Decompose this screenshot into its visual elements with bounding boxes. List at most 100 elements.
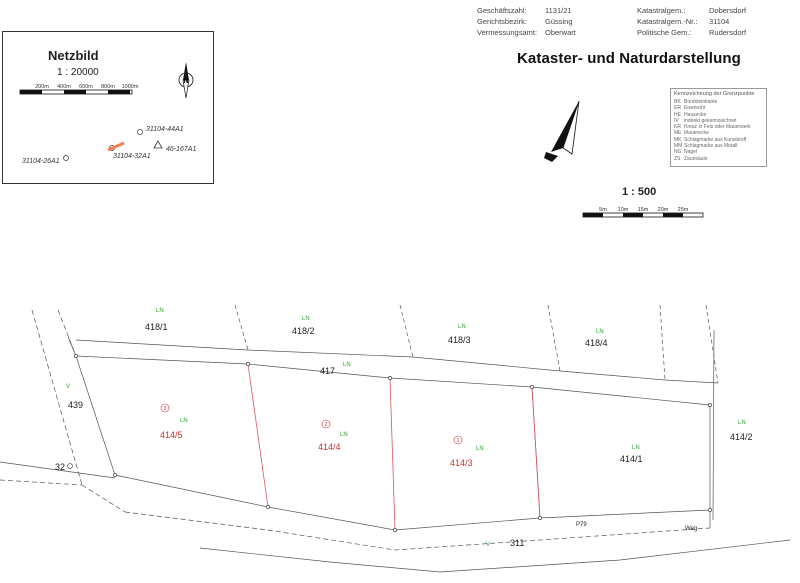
legend-code: IV [674, 117, 679, 124]
metadata-row: Vermessungsamt: Oberwart Politische Gem.: R… [477, 27, 746, 38]
use-label: LN [343, 362, 351, 368]
parcel-number: 418/4 [585, 338, 608, 348]
legend-text: Bordsteinkante [684, 99, 718, 105]
netzbild-panel [2, 31, 214, 184]
legend-code: MK [674, 136, 682, 143]
use-label: LN [476, 446, 484, 452]
legend-code: HE [674, 111, 681, 118]
metadata-k1: Geschäftszahl: [477, 6, 527, 15]
legend-text: Eisenrohr [684, 105, 706, 112]
scale-tick-label: 600m [79, 84, 93, 90]
legend-text: indirekt gekennzeichnet [684, 117, 737, 124]
legend-text: Hausecke [684, 111, 707, 118]
circle-label: 1 [457, 438, 460, 444]
netzbild-points: 31104-44A1 31104-32A1 46-167A1 31104-26A… [22, 126, 196, 165]
page-title: Kataster- und Naturdarstellung [517, 50, 741, 67]
use-label: LN [180, 418, 188, 424]
netzbild-title: Netzbild [48, 48, 99, 63]
legend-text: Mauerecke [684, 130, 709, 137]
use-label: LN [302, 316, 310, 322]
legend-code: MM [674, 143, 683, 150]
legend-code: ER [674, 105, 681, 112]
netz-point-label: 31104-26A1 [22, 158, 60, 165]
netz-point-label: 31104-44A1 [146, 126, 184, 133]
green-v: V [486, 542, 490, 548]
scale-tick-label: 15m [638, 207, 649, 213]
green-v: V [66, 384, 70, 390]
use-labels: LN LN LN LN LN LN LN LN LN LN V V [66, 308, 746, 548]
parcel-number: 417 [320, 366, 335, 376]
parcel-number: 418/2 [292, 326, 315, 336]
use-label: LN [458, 324, 466, 330]
scale-tick-label: 10m [618, 207, 629, 213]
new-parcel-labels: 414/5 414/4 414/3 3 2 1 [160, 403, 473, 468]
legend-code: ME [674, 130, 682, 137]
parcel-number-new: 414/5 [160, 430, 183, 440]
legend-code: KR [674, 124, 681, 131]
legend-code: ZS [674, 155, 681, 162]
new-boundaries [247, 363, 541, 531]
metadata-k1: Gerichtsbezirk: [477, 17, 528, 26]
cadastral-lines [0, 304, 791, 573]
scale-tick-label: 20m [658, 207, 669, 213]
use-label: LN [156, 308, 164, 314]
metadata-v1: Oberwart [545, 28, 576, 37]
metadata-k2: Katastralgem.-Nr.: [637, 17, 698, 26]
use-label: LN [738, 420, 746, 426]
use-label: LN [596, 329, 604, 335]
legend-text: Zaunsäule [684, 155, 708, 162]
map-scale-ratio: 1 : 500 [622, 186, 657, 198]
svg-text:N: N [183, 78, 188, 85]
metadata-k1: Vermessungsamt: [477, 28, 538, 37]
legend-text: Schlagmarke aus Kunststoff [684, 136, 747, 143]
circle-label: 3 [164, 406, 167, 412]
legend-item: IV indirekt gekennzeichnet [674, 118, 763, 124]
parcel-number: 32 [55, 462, 65, 472]
parcel-number-new: 414/4 [318, 442, 341, 452]
legend-code: BK [674, 99, 681, 105]
scale-tick-label: 200m [35, 84, 49, 90]
scale-tick-label: 400m [57, 84, 71, 90]
parcel-number: 418/1 [145, 322, 168, 332]
legend-text: Schlagmarke aus Metall [684, 143, 738, 150]
north-arrow-icon [544, 100, 580, 162]
scale-tick-label: 800m [101, 84, 115, 90]
metadata-k2: Politische Gem.: [637, 28, 692, 37]
netz-point-label: 46-167A1 [166, 146, 196, 153]
use-label: LN [340, 432, 348, 438]
parcel-number: 414/1 [620, 454, 643, 464]
weg-label: Weg [685, 526, 697, 532]
scale-tick-label: 25m [678, 207, 689, 213]
legend-title: Kennzeichnung der Grenzpunkte [674, 91, 755, 97]
road-code: P79 [576, 522, 587, 528]
netzbild-scale: 1 : 20000 [57, 67, 99, 78]
parcel-number: 439 [68, 400, 83, 410]
parcel-number-new: 414/3 [450, 458, 473, 468]
metadata-v1: 1131/21 [545, 6, 572, 15]
metadata-v2: Dobersdorf [709, 6, 747, 15]
parcel-number: 414/2 [730, 432, 753, 442]
parcel-number: 418/3 [448, 335, 471, 345]
use-label: LN [632, 445, 640, 451]
metadata-v2: Rudersdorf [709, 28, 747, 37]
legend-code: NG [674, 149, 682, 156]
circle-label: 2 [325, 422, 328, 428]
netz-point-label: 31104-32A1 [113, 153, 151, 160]
